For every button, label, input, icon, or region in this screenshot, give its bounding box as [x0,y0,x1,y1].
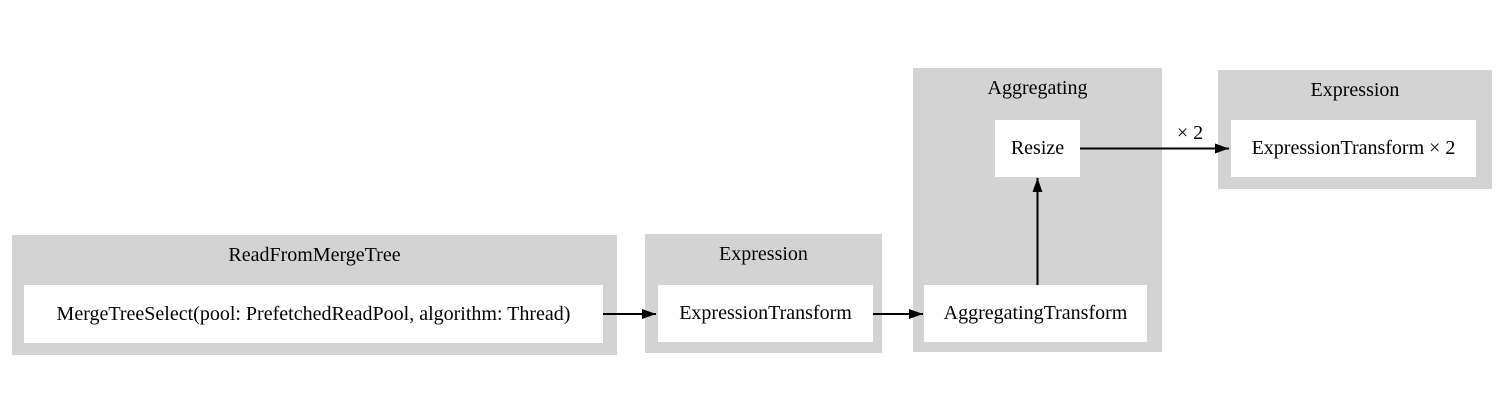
node-expressiontransform-2: ExpressionTransform × 2 [1231,120,1476,177]
node-resize-label: Resize [1010,137,1065,159]
node-resize: Resize [995,120,1080,177]
node-mergetreeselect: MergeTreeSelect(pool: PrefetchedReadPool… [24,285,603,343]
node-aggregatingtransform: AggregatingTransform [924,285,1147,342]
cluster-readfrommergetree-title: ReadFromMergeTree [228,244,401,266]
cluster-expression-2-title: Expression [1310,79,1400,101]
node-expressiontransform-1-label: ExpressionTransform [679,302,852,324]
cluster-expression-1-title: Expression [719,243,808,265]
node-mergetreeselect-label: MergeTreeSelect(pool: PrefetchedReadPool… [56,302,571,325]
cluster-expression-2: Expression ExpressionTransform × 2 [1218,70,1492,189]
cluster-aggregating-title: Aggregating [987,77,1088,99]
node-expressiontransform-1: ExpressionTransform [658,285,873,342]
edge-label-x2: × 2 [1176,122,1204,144]
node-expressiontransform-2-label: ExpressionTransform × 2 [1251,137,1456,159]
node-aggregatingtransform-label: AggregatingTransform [943,302,1128,324]
cluster-expression-1: Expression ExpressionTransform [645,234,882,353]
cluster-aggregating: Aggregating Resize AggregatingTransform [913,68,1162,352]
cluster-readfrommergetree: ReadFromMergeTree MergeTreeSelect(pool: … [12,235,617,355]
